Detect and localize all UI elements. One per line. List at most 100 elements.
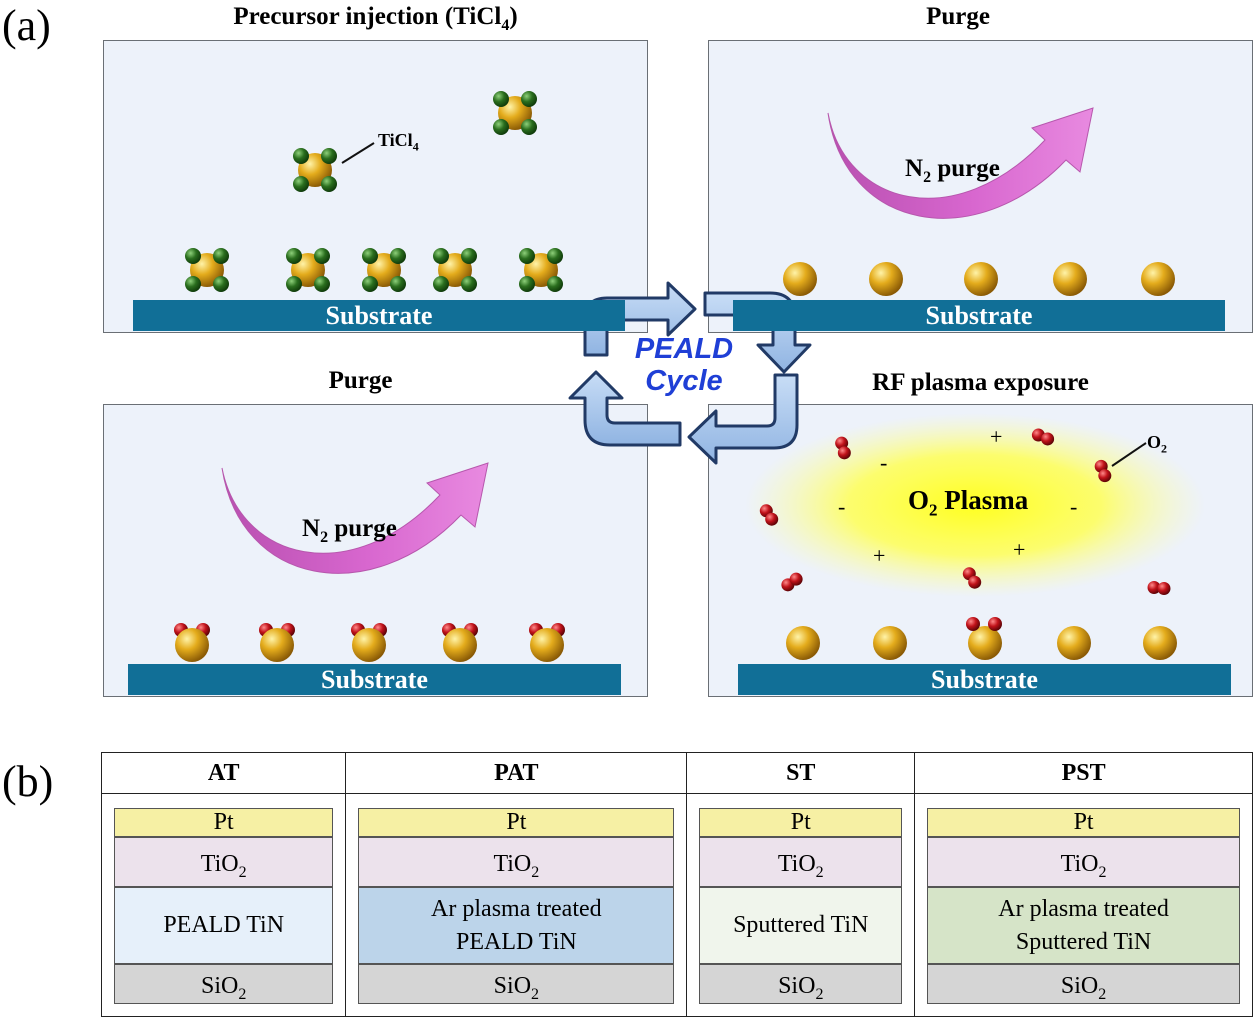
ti-atom [1053,262,1087,296]
stack-pat: Pt TiO2 Ar plasma treated PEALD TiN SiO2 [346,794,686,1016]
o-atom [1157,581,1171,595]
ti-atom [1141,262,1175,296]
ti-atom [530,628,564,662]
ti-atom [1143,626,1177,660]
cl-atom [213,248,229,264]
cl-atom [321,176,337,192]
peald-cycle-line1: PEALD [634,333,734,365]
step-2-substrate: Substrate [733,300,1225,331]
cl-atom [213,276,229,292]
cl-atom [314,248,330,264]
sio2-layer: SiO2 [114,964,334,1004]
tin-label-line2: Sputtered TiN [1015,928,1152,955]
cl-atom [433,248,449,264]
cl-atom [286,248,302,264]
o-atom [1098,469,1112,483]
step-3-substrate: Substrate [128,664,621,695]
step-2-title: Purge [926,3,990,30]
cl-atom [521,119,537,135]
o2-label: O2 [1147,432,1168,456]
sio2-layer: SiO2 [699,964,903,1004]
plasma-charge: + [873,543,886,568]
cl-atom [321,148,337,164]
plasma-label: O2 Plasma [908,485,1029,520]
cl-atom [362,248,378,264]
cl-atom [519,276,535,292]
o-atom [765,512,779,526]
tin-layer: Ar plasma treated PEALD TiN [358,887,675,964]
o-atom [988,617,1002,631]
plasma-charge: + [1013,537,1026,562]
plasma-charge: - [1070,494,1078,519]
cl-atom [461,276,477,292]
cl-atom [185,248,201,264]
o2-pointer-line [1111,442,1147,467]
ti-atom [1057,626,1091,660]
tio2-layer: TiO2 [699,837,903,887]
tin-label-line1: Sputtered TiN [733,912,869,938]
tin-layer: PEALD TiN [114,887,334,964]
ti-atom [786,626,820,660]
tin-label-line1: Ar plasma treated [431,895,602,922]
cl-atom [461,248,477,264]
ticl4-label: TiCl4 [378,130,419,154]
cl-atom [293,148,309,164]
pt-layer: Pt [927,808,1240,837]
step-1-substrate: Substrate [133,300,625,331]
ti-atom [352,628,386,662]
panel-a-label: (a) [2,1,51,50]
stack-header: PAT [345,752,688,794]
cl-atom [390,248,406,264]
cl-atom [293,176,309,192]
ti-atom [260,628,294,662]
ti-atom [968,626,1002,660]
step-4-title: RF plasma exposure [872,369,1089,396]
step-3-title: Purge [328,367,393,394]
cl-atom [519,248,535,264]
stack-header: AT [100,752,347,794]
tio2-layer: TiO2 [358,837,675,887]
panel-b-label: (b) [2,757,54,806]
cl-atom [547,248,563,264]
ti-atom [873,626,907,660]
o-atom [1041,432,1055,446]
plasma-glow [745,413,1205,597]
step-1-title: Precursor injection (TiCl4) [233,3,518,34]
pt-layer: Pt [699,808,903,837]
cl-atom [286,276,302,292]
o-atom [966,617,980,631]
cl-atom [362,276,378,292]
purge-arrow-bottom [221,462,489,574]
purge-arrow-top [827,107,1094,219]
device-stack-table: AT PAT ST PST Pt TiO2 PEALD TiN SiO2 Pt … [100,752,1253,1017]
plasma-charge: + [990,424,1003,449]
sio2-layer: SiO2 [927,964,1240,1004]
peald-cycle-line2: Cycle [645,365,723,397]
ti-atom [783,262,817,296]
tin-label-line1: PEALD TiN [163,912,285,938]
stack-header: PST [914,752,1253,794]
plasma-charge: - [838,494,846,519]
stack-st: Pt TiO2 Sputtered TiN SiO2 [687,794,914,1016]
pt-layer: Pt [358,808,675,837]
o-atom [789,572,803,586]
purge-label-bottom: N2 purge [302,515,397,546]
stack-pst: Pt TiO2 Ar plasma treated Sputtered TiN … [915,794,1252,1016]
purge-label-top: N2 purge [905,155,1000,186]
ticl4-pointer-line [341,142,375,164]
ti-atom [175,628,209,662]
ti-atom [964,262,998,296]
cl-atom [493,91,509,107]
tin-label-line2: PEALD TiN [455,928,577,955]
pt-layer: Pt [114,808,334,837]
o-atom [1147,581,1161,595]
stack-header: ST [686,752,916,794]
step-4-substrate: Substrate [738,664,1231,695]
o-atom [837,446,851,460]
stack-at: Pt TiO2 PEALD TiN SiO2 [102,794,345,1016]
peald-cycle-label: PEALD Cycle [614,333,754,397]
tio2-layer: TiO2 [927,837,1240,887]
ti-atom [869,262,903,296]
cl-atom [547,276,563,292]
